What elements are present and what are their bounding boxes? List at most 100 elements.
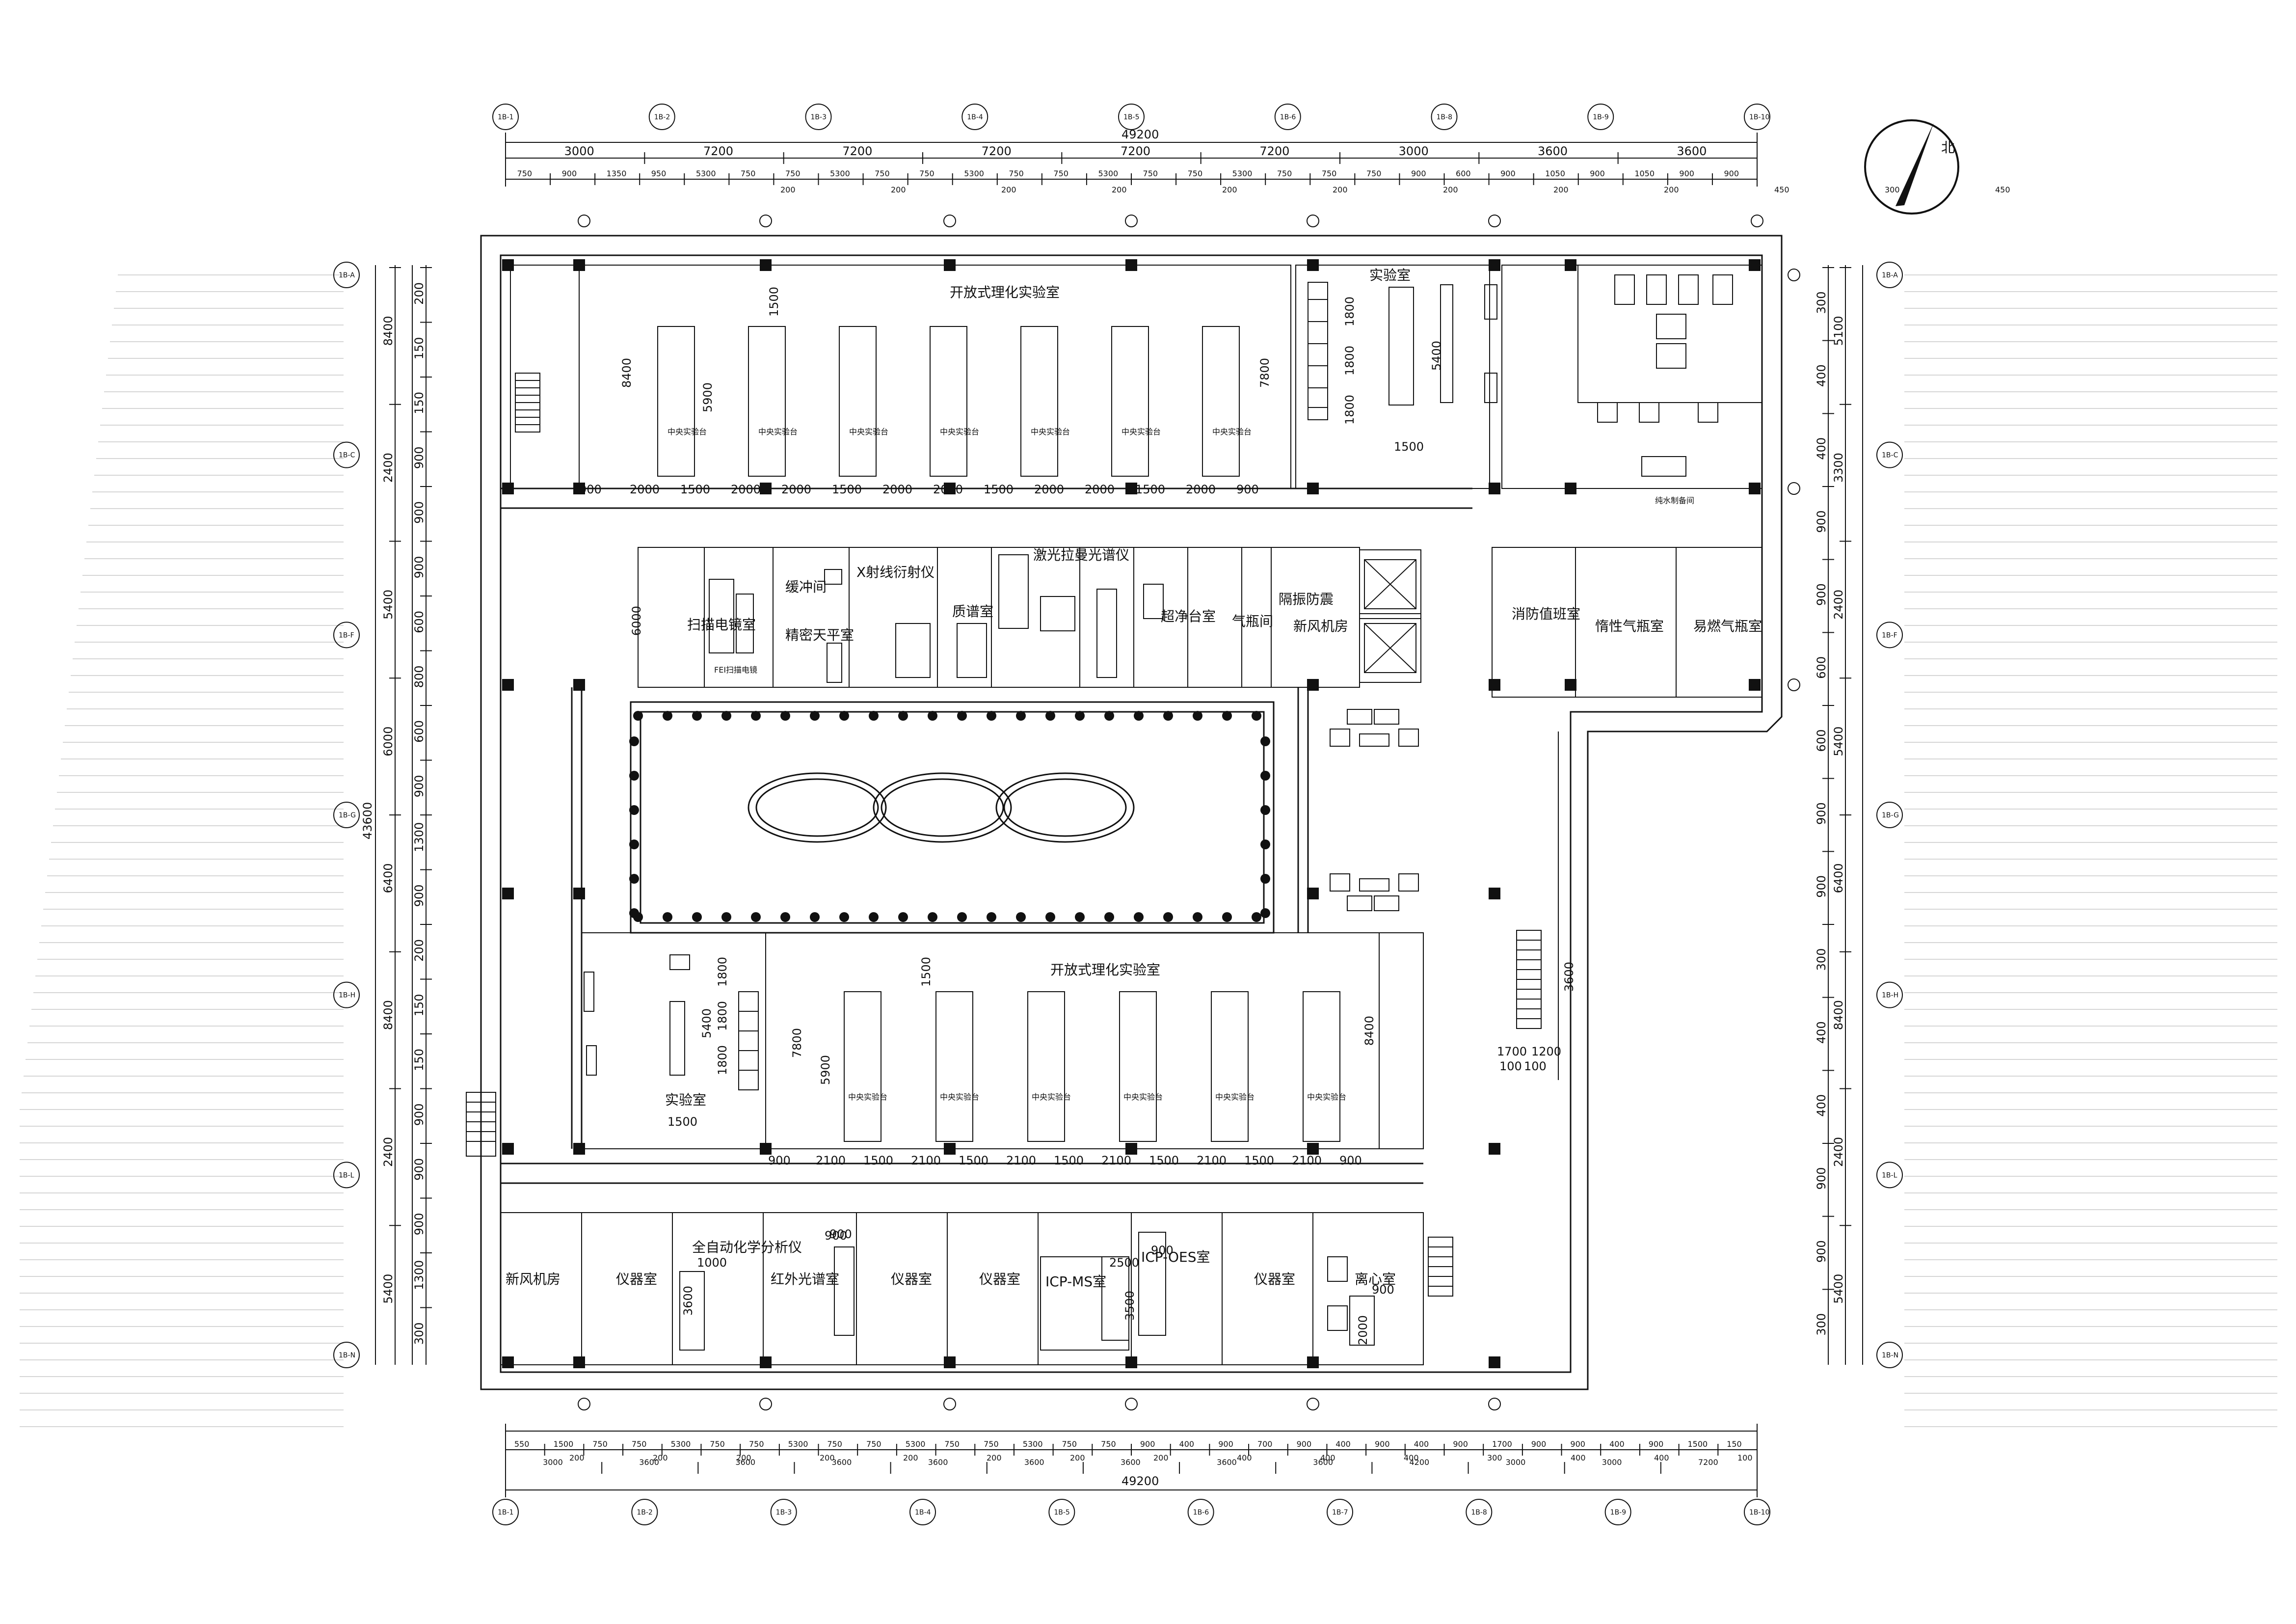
- instr1-label: 仪器室: [616, 1271, 657, 1287]
- dim-label: 8400: [1832, 1000, 1845, 1030]
- axis-ref-circle: [1788, 482, 1800, 495]
- plant-icon: [663, 711, 672, 721]
- dim-label: 1800: [716, 1001, 729, 1031]
- dim-label: 2000: [781, 483, 811, 496]
- dim-label: 700: [1257, 1439, 1273, 1449]
- dim-label: 100: [1737, 1453, 1753, 1462]
- dim-label: 400: [1320, 1453, 1335, 1462]
- dim-label: 400: [1571, 1453, 1586, 1462]
- axis-label: 1B-L: [1882, 1171, 1897, 1179]
- column: [573, 888, 585, 899]
- gas-b-label: 易燃气瓶室: [1693, 618, 1762, 634]
- plant-icon: [1045, 912, 1055, 922]
- dim-label: 400: [1815, 364, 1828, 387]
- dim-label: 200: [1222, 185, 1237, 194]
- top-overall-dim: 49200: [1121, 128, 1159, 141]
- dim-label: 5100: [1832, 316, 1845, 346]
- plant-icon: [721, 711, 731, 721]
- dim-label: 200: [903, 1453, 918, 1462]
- dim-label: 900: [1411, 169, 1426, 178]
- axis-bubble: [1876, 981, 1903, 1008]
- plant-icon: [1260, 874, 1270, 884]
- dim-label: 400: [1179, 1439, 1195, 1449]
- axis-label: 1B-N: [1882, 1352, 1898, 1359]
- axis-bubble: [333, 441, 360, 468]
- dim-label: 600: [412, 720, 426, 743]
- plant-icon: [629, 839, 639, 849]
- dim-label: 750: [1143, 169, 1158, 178]
- axis-label: 1B-8: [1471, 1509, 1487, 1516]
- column: [1307, 1356, 1319, 1368]
- column: [760, 259, 772, 271]
- axis-bubble: [1327, 1499, 1353, 1525]
- dim-label: 1500: [959, 1154, 988, 1167]
- central-bench: [930, 326, 967, 477]
- column: [1307, 1143, 1319, 1155]
- column: [1489, 1356, 1500, 1368]
- dim-label: 3600: [1217, 1458, 1237, 1467]
- dim-label: 900: [1590, 169, 1605, 178]
- axis-ref-circle: [1488, 1398, 1501, 1410]
- dim-label: 750: [1277, 169, 1292, 178]
- axis-bubble: [1744, 104, 1770, 130]
- axis-bubble: [333, 981, 360, 1008]
- dim-label: 1200: [1531, 1045, 1561, 1058]
- axis-markers-left: 1B-A1B-C1B-F1B-G1B-H1B-L1B-N: [333, 262, 360, 1368]
- axis-bubble: [1876, 1162, 1903, 1189]
- dim-label: 2100: [1197, 1154, 1227, 1167]
- fresh-air-bottom-label: 新风机房: [506, 1271, 561, 1287]
- axis-label: 1B-F: [1882, 631, 1897, 639]
- dim-label: 300: [412, 1322, 426, 1345]
- dim-label: 200: [412, 939, 426, 962]
- dim-label: 5400: [1832, 1274, 1845, 1304]
- dim-label: 3600: [1538, 144, 1568, 158]
- dim-label: 150: [412, 994, 426, 1016]
- dim-label: 750: [517, 169, 533, 178]
- dim-label: 1500: [1135, 483, 1165, 496]
- axis-bubble: [1744, 1499, 1770, 1525]
- fire-control-label: 消防值班室: [1512, 606, 1580, 622]
- dim-label: 900: [1339, 1154, 1362, 1167]
- north-label: 北: [1941, 139, 1955, 156]
- dim-label: 1500: [680, 483, 710, 496]
- axis-label: 1B-A: [339, 271, 355, 279]
- dim-label: 300: [1885, 185, 1900, 194]
- top-lab-benches: 中央实验台中央实验台中央实验台中央实验台中央实验台中央实验台中央实验台: [657, 326, 1252, 477]
- dim-label: 750: [1101, 1439, 1116, 1449]
- dim-label: 900: [1297, 1439, 1312, 1449]
- axis-label: 1B-2: [654, 113, 670, 121]
- dim-label: 3600: [681, 1286, 695, 1316]
- axis-label: 1B-F: [339, 631, 354, 639]
- axis-label: 1B-4: [915, 1509, 931, 1516]
- column: [502, 1143, 514, 1155]
- axis-ref-circle: [943, 1398, 956, 1410]
- dim-label: 100: [1524, 1059, 1547, 1073]
- dim-label: 750: [919, 169, 934, 178]
- dim-label: 7200: [1121, 144, 1150, 158]
- dim-label: 1500: [984, 483, 1014, 496]
- dim-label: 900: [412, 1213, 426, 1235]
- dim-label: 750: [1366, 169, 1382, 178]
- central-bench-label: 中央实验台: [848, 1092, 887, 1102]
- ms-room-label: 质谱室: [952, 603, 993, 620]
- dim-label: 3600: [639, 1458, 659, 1467]
- dim-label: 600: [1815, 730, 1828, 752]
- axis-bubble: [1466, 1499, 1493, 1525]
- axis-bubble: [631, 1499, 658, 1525]
- axis-ref-circle: [1788, 269, 1800, 281]
- dim-label: 2100: [816, 1154, 846, 1167]
- plant-icon: [898, 912, 908, 922]
- dim-label: 750: [1188, 169, 1203, 178]
- axis-bubble: [492, 104, 519, 130]
- plant-icon: [780, 912, 790, 922]
- plant-icon: [1222, 711, 1232, 721]
- dim-label: 2100: [1292, 1154, 1322, 1167]
- axis-ref-circle: [759, 1398, 772, 1410]
- column: [573, 679, 585, 691]
- dim-label: 300: [1815, 1313, 1828, 1336]
